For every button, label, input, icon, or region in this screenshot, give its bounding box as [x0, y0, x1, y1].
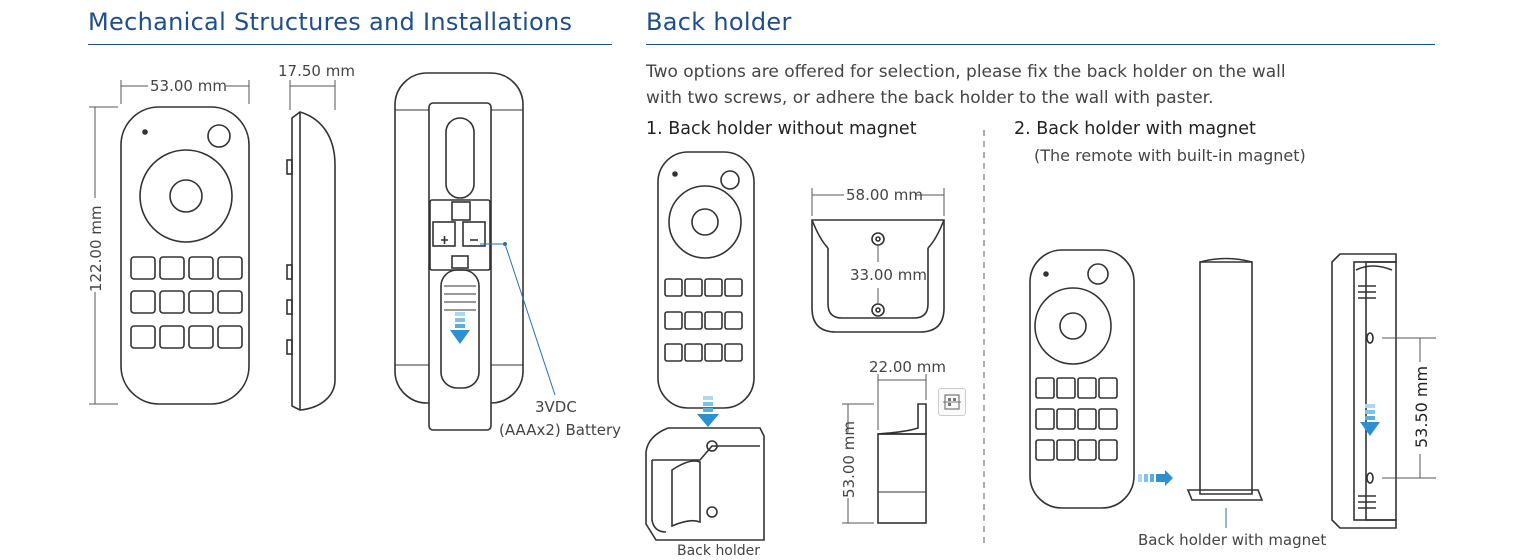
qr-code-button[interactable]	[938, 388, 966, 416]
section-title-back-holder: Back holder	[646, 8, 792, 36]
remote-depth-dim-label: 17.50 mm	[278, 62, 355, 80]
option1-height-dim-label: 53.00 mm	[840, 421, 858, 498]
remote-height-dim-label: 122.00 mm	[87, 205, 105, 292]
section-rule-left	[88, 44, 612, 45]
option2-title: 2. Back holder with magnet	[1014, 119, 1256, 139]
option2-holder-side	[1331, 253, 1397, 529]
remote-side-dims	[289, 80, 336, 110]
option1-remote	[657, 151, 755, 409]
option2-dims	[1382, 337, 1436, 479]
option2-height-dim-label: 53.50 mm	[1412, 365, 1431, 448]
remote-front-dims	[89, 80, 250, 405]
option1-width-dim-label: 58.00 mm	[846, 186, 923, 204]
option1-holder-side	[877, 403, 927, 524]
option1-screw-dim-label: 33.00 mm	[850, 266, 927, 284]
option2-holder-label: Back holder with magnet	[1138, 531, 1327, 549]
remote-width-dim-label: 53.00 mm	[150, 77, 227, 95]
battery-label-line2: (AAAx2) Battery	[499, 421, 622, 439]
section-rule-right	[646, 44, 1435, 45]
option1-holder-front	[811, 219, 945, 333]
qr-code-icon	[943, 394, 961, 410]
option2-up-arrow	[1360, 404, 1380, 436]
option2-subtitle: (The remote with built-in magnet)	[1034, 146, 1306, 165]
remote-back-view	[394, 72, 524, 431]
option1-front-dims	[811, 188, 945, 304]
option2-right-arrow	[1138, 470, 1173, 486]
option1-depth-dim-label: 22.00 mm	[869, 358, 946, 376]
back-holder-description-line1: Two options are offered for selection, p…	[646, 62, 1286, 82]
option1-side-dims	[842, 374, 927, 524]
option1-down-arrow	[697, 396, 719, 427]
battery-insert-arrow	[450, 312, 470, 344]
option1-holder-label: Back holder	[677, 543, 761, 559]
section-title-mechanical: Mechanical Structures and Installations	[88, 8, 573, 36]
option2-magnet-holder	[1186, 257, 1264, 501]
remote-front-view	[120, 106, 250, 405]
back-holder-description-line2: with two screws, or adhere the back hold…	[646, 88, 1214, 108]
remote-side-view	[286, 111, 336, 411]
option1-title: 1. Back holder without magnet	[646, 119, 917, 139]
option1-holder-iso	[645, 427, 765, 541]
option2-remote	[1029, 249, 1135, 509]
battery-label-line1: 3VDC	[535, 398, 577, 416]
